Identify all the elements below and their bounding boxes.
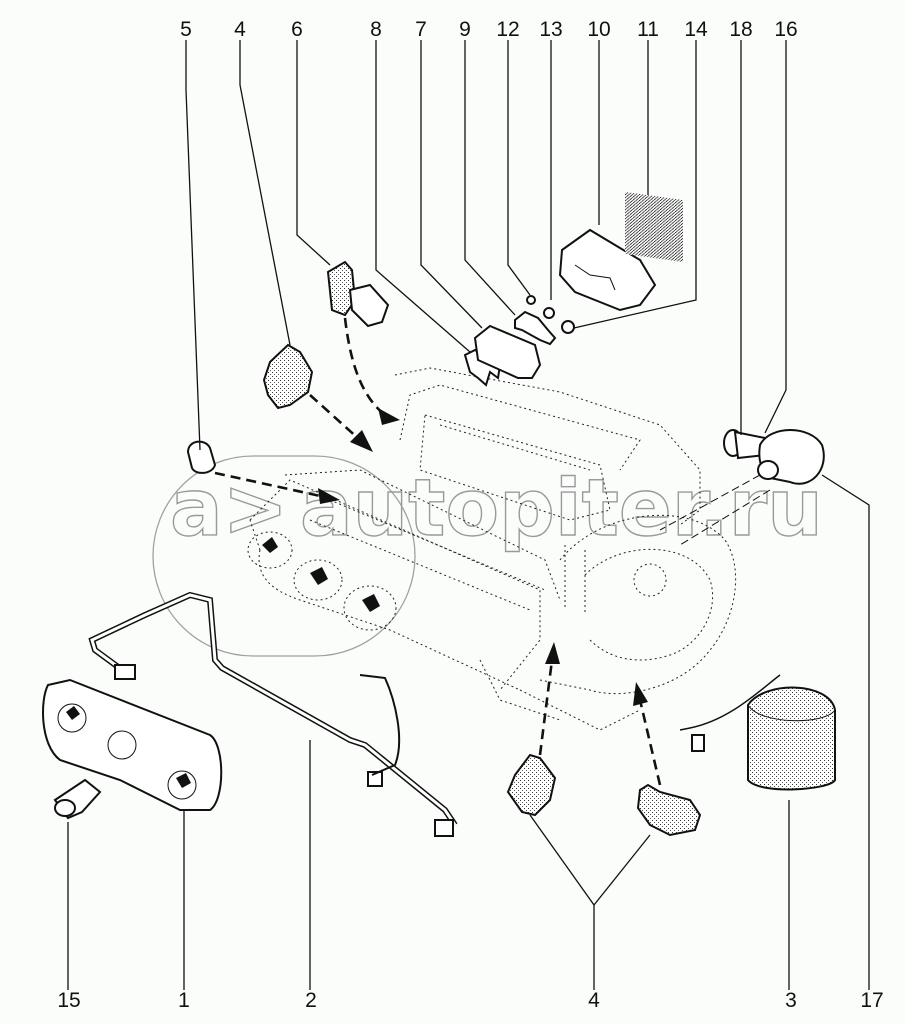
callout-14: 14: [684, 18, 708, 41]
leader-lines: [67, 40, 870, 990]
callout-7: 7: [415, 18, 427, 41]
callout-10: 10: [587, 18, 610, 41]
part-14-seal[interactable]: [561, 320, 575, 334]
callout-16: 16: [774, 18, 797, 41]
callouts-top: 5 4 6 8 7 9 12 13 10 11 14 18 16: [180, 18, 798, 41]
part-13-nut[interactable]: [543, 307, 555, 319]
part-15-switch[interactable]: [53, 778, 102, 820]
callout-5: 5: [180, 18, 192, 41]
callout-1: 1: [178, 989, 190, 1012]
callout-11: 11: [637, 18, 659, 41]
part-3-blower-motor[interactable]: [679, 674, 836, 791]
callout-9: 9: [459, 18, 471, 41]
callout-4: 4: [234, 18, 246, 41]
watermark: a> autopiter.ru: [152, 455, 823, 657]
watermark-logo-ring: [152, 455, 416, 657]
heater-housing: [247, 367, 737, 731]
part-16-drain-elbow[interactable]: [757, 429, 825, 485]
part-6-sensor-bracket[interactable]: [326, 260, 390, 328]
part-12-o-ring[interactable]: [526, 295, 536, 305]
callout-13: 13: [539, 18, 562, 41]
callout-15: 15: [57, 989, 80, 1012]
watermark-logo: a>: [170, 464, 288, 554]
part-10-filter-cover[interactable]: [558, 228, 657, 312]
callout-4-bottom: 4: [588, 989, 600, 1012]
callout-6: 6: [291, 18, 303, 41]
part-4-actuator-lower-right[interactable]: [636, 783, 702, 837]
part-9-bracket[interactable]: [514, 310, 557, 346]
callout-8: 8: [370, 18, 382, 41]
callout-2: 2: [305, 989, 317, 1012]
callout-18: 18: [729, 18, 752, 41]
callouts-bottom: 15 1 2 4 3 17: [57, 989, 883, 1012]
part-7-block[interactable]: [473, 324, 542, 379]
part-11-filter[interactable]: [625, 192, 683, 263]
watermark-text: autopiter.ru: [300, 464, 823, 554]
part-5-plug[interactable]: [186, 440, 217, 474]
callout-17: 17: [860, 989, 883, 1012]
part-18-hose-connector[interactable]: [723, 429, 766, 460]
part-4-actuator-lower-left[interactable]: [506, 753, 557, 817]
part-4-actuator-upper[interactable]: [262, 343, 314, 410]
callout-12: 12: [496, 18, 519, 41]
assembly-arrows: [214, 317, 771, 786]
callout-3: 3: [785, 989, 797, 1012]
part-2-wiring-harness[interactable]: [88, 591, 458, 837]
part-1-control-panel[interactable]: [42, 678, 223, 811]
